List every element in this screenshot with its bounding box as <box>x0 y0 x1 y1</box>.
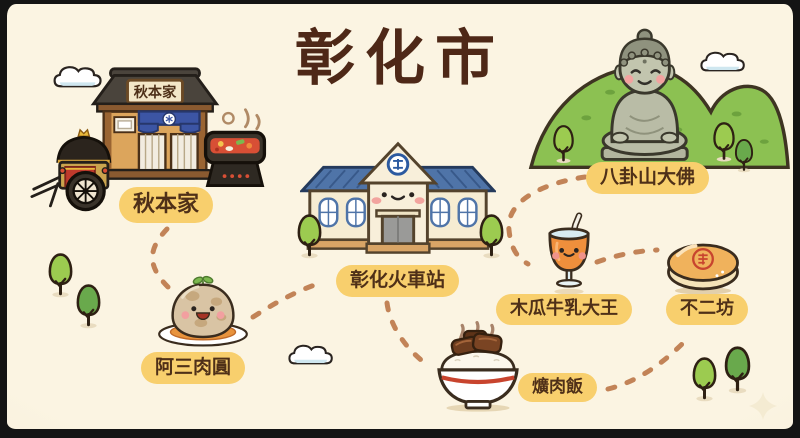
hotpot-illustration <box>203 108 267 188</box>
location-label-a-san-meatball: 阿三肉圓 <box>141 352 246 384</box>
sparkle-icon <box>749 392 777 420</box>
route-meatball-to-station <box>250 279 327 320</box>
location-label-akimoto-ya: 秋本家 <box>119 187 214 223</box>
tree-icon <box>692 357 717 403</box>
tree-icon <box>734 138 754 173</box>
map-title: 彰化市 <box>295 24 505 94</box>
location-label-braised-pork-rice: 爌肉飯 <box>518 373 597 403</box>
location-label-bu-er-fang: 不二坊 <box>666 294 748 325</box>
red-stamp-icon <box>692 248 714 270</box>
tree-icon <box>479 214 504 260</box>
tree-icon <box>76 284 101 330</box>
route-akimoto-to-meatball <box>150 226 171 290</box>
storefront-illustration: 秋本家 <box>90 67 220 180</box>
tree-icon <box>297 214 322 260</box>
train-station-illustration <box>300 141 496 254</box>
tree-icon <box>48 253 73 299</box>
papaya-milk-illustration <box>548 212 590 295</box>
rickshaw-illustration <box>30 128 112 212</box>
location-label-bagua-buddha: 八卦山大佛 <box>586 162 710 194</box>
meatball-illustration <box>158 275 248 347</box>
route-pork-rice-to-pastry <box>605 334 692 392</box>
tree-icon <box>553 124 574 164</box>
route-station-to-pork-rice <box>384 300 432 369</box>
pastry-illustration <box>667 243 739 295</box>
cloud-icon <box>288 344 333 365</box>
route-buddha-to-papaya-milk <box>506 174 588 267</box>
location-label-papaya-milk: 木瓜牛乳大王 <box>496 294 632 325</box>
storefront-sign-text: 秋本家 <box>134 84 177 101</box>
pork-rice-illustration <box>437 321 519 412</box>
buddha-statue-icon <box>600 28 689 161</box>
location-label-train-station: 彰化火車站 <box>336 265 460 297</box>
tree-icon <box>724 346 751 395</box>
route-papaya-milk-to-pastry <box>594 247 660 265</box>
